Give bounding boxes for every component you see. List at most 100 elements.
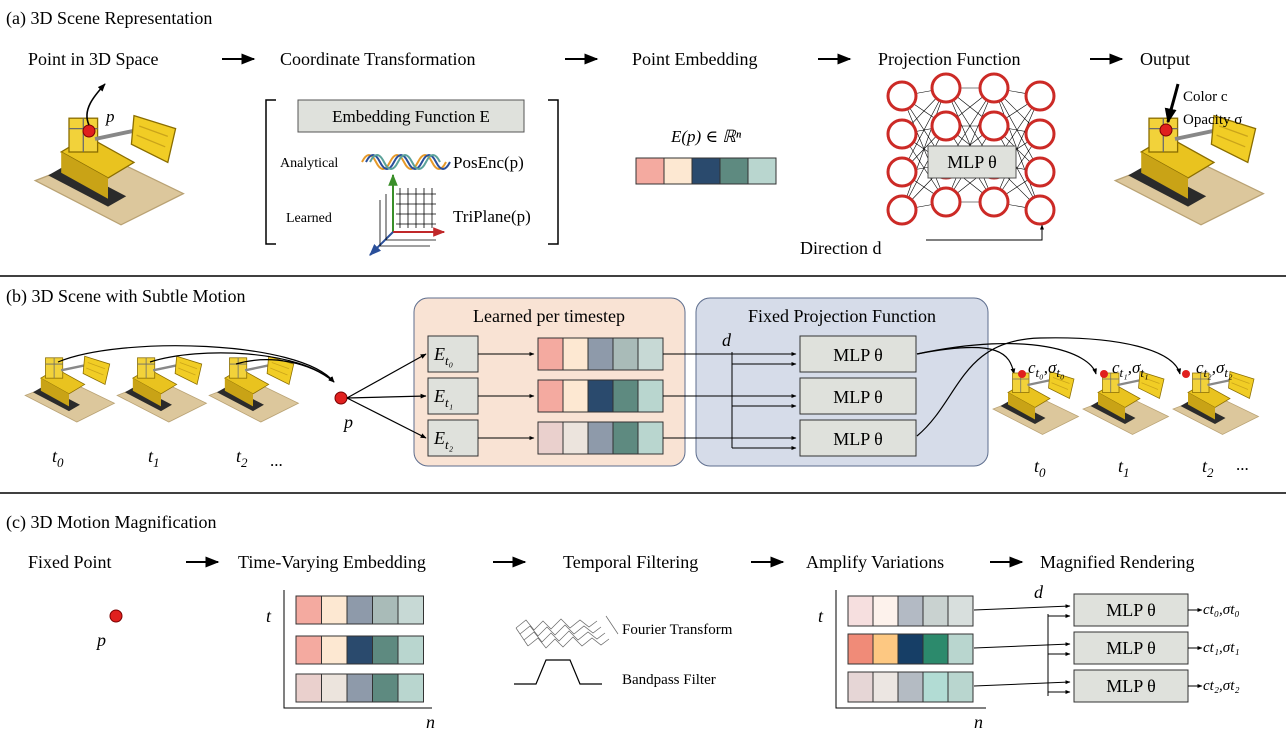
amp-to-mlp-arrow-1 bbox=[973, 642, 1071, 649]
bulldozer-t2 bbox=[207, 354, 300, 424]
point-label-p-b: p bbox=[342, 412, 353, 432]
amp-row-0-cell-2 bbox=[897, 595, 924, 627]
p-to-e-arrow-1 bbox=[346, 393, 427, 399]
p-to-e-arrow-2 bbox=[346, 397, 427, 439]
out-label-c-1: ct₁,σt₁ bbox=[1203, 640, 1240, 656]
embedding-b-t2-cell-3 bbox=[612, 421, 639, 455]
section-b: (b) 3D Scene with Subtle Motion t0 t1 t2… bbox=[6, 286, 1260, 480]
embedding-a-cell-4 bbox=[747, 157, 777, 185]
d-label-c: d bbox=[1034, 582, 1044, 602]
amp-row-1-cell-2 bbox=[897, 633, 924, 665]
embedding-b-t0-cell-3 bbox=[612, 337, 639, 371]
amp-row-0-cell-4 bbox=[947, 595, 974, 627]
tv-axis-t: t bbox=[266, 606, 272, 626]
amp-row-2-cell-0 bbox=[847, 671, 874, 703]
mlp-edge bbox=[945, 87, 995, 203]
mlp-neuron bbox=[886, 156, 918, 188]
tv-row-0-cell-0 bbox=[295, 595, 322, 625]
time-label-t1: t1 bbox=[148, 446, 160, 470]
amp-row-1-cell-3 bbox=[922, 633, 949, 665]
triplane-label: TriPlane(p) bbox=[453, 207, 531, 226]
amp-row-1-cell-1 bbox=[872, 633, 899, 665]
mlp-label-c-2: MLP θ bbox=[1106, 676, 1155, 696]
out-point-t1 bbox=[1100, 370, 1108, 378]
step-temporal-filtering: Temporal Filtering bbox=[563, 552, 698, 572]
embedding-a bbox=[635, 157, 777, 185]
step-magnified-rendering: Magnified Rendering bbox=[1040, 552, 1194, 572]
embedding-b-t2 bbox=[537, 421, 664, 455]
step-amplify-variations: Amplify Variations bbox=[806, 552, 944, 572]
section-a: (a) 3D Scene Representation Point in 3D … bbox=[6, 8, 1266, 258]
amp-axes bbox=[835, 590, 986, 709]
e-label-t1: Et₁ bbox=[433, 386, 453, 410]
tv-row-1-cell-4 bbox=[397, 635, 424, 665]
tv-row-1 bbox=[295, 635, 424, 665]
amp-embedding-rows bbox=[847, 595, 974, 703]
e-label-t0: Et₀ bbox=[433, 344, 453, 368]
point-p-b bbox=[334, 391, 348, 405]
out-point-t2 bbox=[1182, 370, 1190, 378]
tv-row-1-cell-0 bbox=[295, 635, 322, 665]
fourier-transform-icon bbox=[515, 615, 619, 649]
tv-row-2-cell-2 bbox=[346, 673, 373, 703]
embedding-b-t1-cell-4 bbox=[637, 379, 664, 413]
mlp-label-c-0: MLP θ bbox=[1106, 600, 1155, 620]
amp-row-1-cell-4 bbox=[947, 633, 974, 665]
learned-label: Learned bbox=[286, 211, 332, 226]
mlp-neuron bbox=[886, 194, 918, 226]
tv-row-0-cell-2 bbox=[346, 595, 373, 625]
amp-row-2-cell-2 bbox=[897, 671, 924, 703]
tv-row-2 bbox=[295, 673, 424, 703]
e-box-t0 bbox=[427, 335, 479, 373]
mlp-neuron bbox=[978, 110, 1010, 142]
amp-row-0 bbox=[847, 595, 974, 627]
amp-row-2-cell-3 bbox=[922, 671, 949, 703]
mlp-box-b-1 bbox=[799, 377, 917, 415]
tv-row-1-cell-3 bbox=[372, 635, 399, 665]
embedding-b-t1-cell-1 bbox=[562, 379, 589, 413]
step-output: Output bbox=[1140, 49, 1190, 69]
amp-axis-t: t bbox=[818, 606, 824, 626]
mlp-box-b-2 bbox=[799, 419, 917, 457]
mlp-box-b-0 bbox=[799, 335, 917, 373]
fixed-point-label: p bbox=[95, 630, 106, 650]
section-c-title: (c) 3D Motion Magnification bbox=[6, 512, 216, 533]
tv-axes bbox=[283, 590, 432, 709]
mlp-neuron bbox=[978, 72, 1010, 104]
embedding-b-t2-cell-2 bbox=[587, 421, 614, 455]
triplane-grid-icon bbox=[369, 173, 446, 256]
mlp-neuron bbox=[886, 80, 918, 112]
embedding-b-t2-cell-0 bbox=[537, 421, 564, 455]
embedding-b-t1-cell-2 bbox=[587, 379, 614, 413]
embedding-function-label: Embedding Function E bbox=[332, 107, 490, 126]
curve-t2-to-p bbox=[235, 359, 335, 383]
tv-row-2-cell-3 bbox=[372, 673, 399, 703]
out-ellipsis: ... bbox=[1236, 455, 1249, 474]
d-label-b: d bbox=[722, 330, 732, 350]
step-point-in-3d-space: Point in 3D Space bbox=[28, 49, 159, 69]
right-bracket bbox=[548, 99, 559, 245]
bulldozer-out-t0 bbox=[991, 370, 1080, 436]
mlp-neuron bbox=[1024, 80, 1056, 112]
step-coordinate-transformation: Coordinate Transformation bbox=[280, 49, 476, 69]
step-time-varying-embedding: Time-Varying Embedding bbox=[238, 552, 426, 572]
mlp-box-c-1 bbox=[1073, 631, 1189, 665]
bulldozer-out-t1 bbox=[1081, 370, 1170, 436]
mlp-label-b-1: MLP θ bbox=[833, 387, 882, 407]
section-c: (c) 3D Motion Magnification Fixed Point … bbox=[6, 512, 1240, 730]
tv-embedding-rows bbox=[295, 595, 424, 703]
time-label-t0: t0 bbox=[52, 446, 64, 470]
curve-t0-to-p bbox=[57, 345, 335, 383]
embedding-b-t0-cell-0 bbox=[537, 337, 564, 371]
amp-row-0-cell-3 bbox=[922, 595, 949, 627]
mlp-neuron bbox=[930, 110, 962, 142]
bulldozer-image-input bbox=[33, 113, 186, 227]
analytical-label: Analytical bbox=[280, 156, 338, 171]
left-bracket bbox=[265, 99, 276, 245]
out-label-t0: ct₀,σt₀ bbox=[1028, 358, 1064, 380]
amp-row-1 bbox=[847, 633, 974, 665]
fourier-label: Fourier Transform bbox=[622, 622, 733, 638]
point-label-p: p bbox=[105, 107, 115, 126]
